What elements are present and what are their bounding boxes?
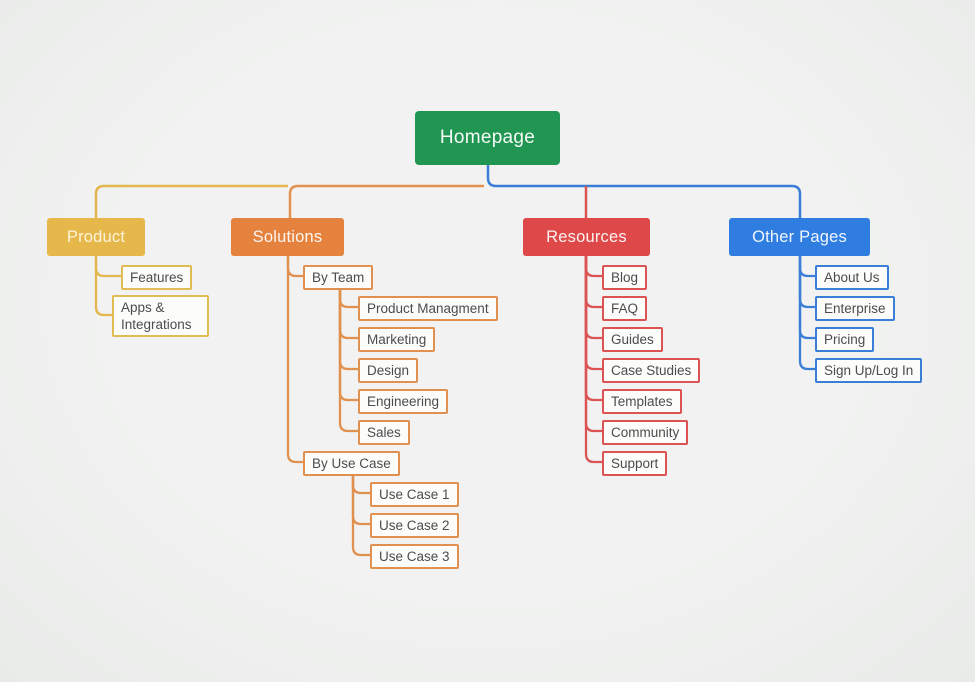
node-solutions[interactable]: Solutions — [231, 218, 344, 256]
node-use-case-2[interactable]: Use Case 2 — [370, 513, 459, 538]
node-by-use-case[interactable]: By Use Case — [303, 451, 400, 476]
node-templates[interactable]: Templates — [602, 389, 682, 414]
connector-use-case-2 — [351, 473, 370, 526]
node-pricing[interactable]: Pricing — [815, 327, 875, 352]
node-community[interactable]: Community — [602, 420, 689, 445]
node-engineering[interactable]: Engineering — [358, 389, 449, 414]
node-faq[interactable]: FAQ — [602, 296, 648, 321]
connector-marketing — [338, 287, 358, 340]
node-guides[interactable]: Guides — [602, 327, 663, 352]
connector-by-team — [286, 256, 303, 278]
connector-bus-product — [94, 184, 288, 218]
connector-product-managment — [338, 287, 358, 309]
connector-pricing — [798, 256, 815, 340]
node-case-studies[interactable]: Case Studies — [602, 358, 701, 383]
node-blog[interactable]: Blog — [602, 265, 648, 290]
connector-enterprise — [798, 256, 815, 309]
node-signup-login[interactable]: Sign Up/Log In — [815, 358, 923, 383]
connector-templates — [584, 256, 602, 402]
connector-design — [338, 287, 358, 371]
connector-support — [584, 256, 602, 464]
connector-guides — [584, 256, 602, 340]
node-design[interactable]: Design — [358, 358, 419, 383]
connector-by-use-case — [286, 256, 303, 464]
connector-use-case-1 — [351, 473, 370, 495]
connector-use-case-3 — [351, 473, 370, 557]
node-support[interactable]: Support — [602, 451, 668, 476]
node-by-team[interactable]: By Team — [303, 265, 374, 290]
node-use-case-1[interactable]: Use Case 1 — [370, 482, 459, 507]
connector-about-us — [798, 256, 815, 278]
node-sales[interactable]: Sales — [358, 420, 410, 445]
connector-blog — [584, 256, 602, 278]
connector-faq — [584, 256, 602, 309]
connector-engineering — [338, 287, 358, 402]
connector-bus-solutions — [288, 184, 484, 218]
connector-signup-login — [798, 256, 815, 371]
connector-sales — [338, 287, 358, 433]
node-resources[interactable]: Resources — [523, 218, 650, 256]
node-other-pages[interactable]: Other Pages — [729, 218, 870, 256]
node-about-us[interactable]: About Us — [815, 265, 889, 290]
node-product[interactable]: Product — [47, 218, 145, 256]
node-enterprise[interactable]: Enterprise — [815, 296, 895, 321]
connector-community — [584, 256, 602, 433]
node-use-case-3[interactable]: Use Case 3 — [370, 544, 459, 569]
node-product-managment[interactable]: Product Managment — [358, 296, 498, 321]
connector-features — [94, 256, 121, 278]
connector-apps-integrations — [94, 256, 112, 317]
node-features[interactable]: Features — [121, 265, 193, 290]
connector-root-otherpages — [486, 164, 802, 218]
node-marketing[interactable]: Marketing — [358, 327, 436, 352]
node-apps-integrations[interactable]: Apps & Integrations — [112, 295, 209, 337]
node-homepage[interactable]: Homepage — [415, 111, 560, 165]
